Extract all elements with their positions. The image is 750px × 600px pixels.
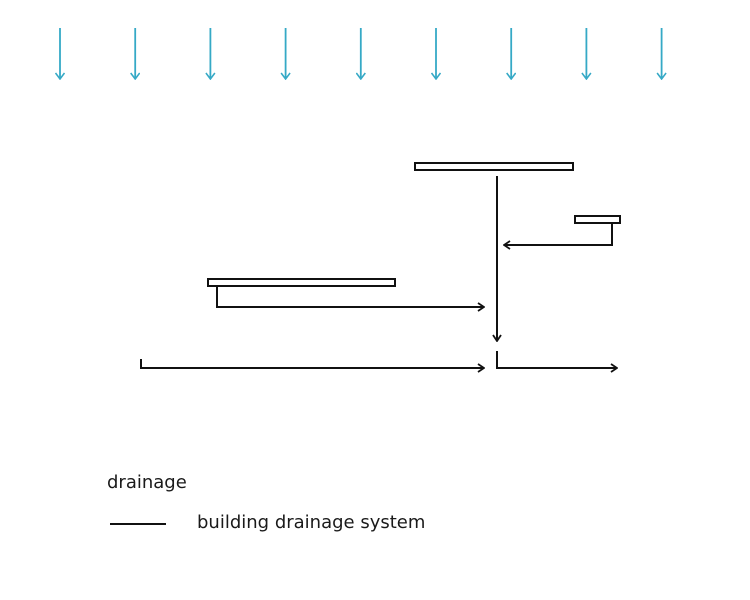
legend-item-label: building drainage system xyxy=(197,512,426,533)
branch-from-small-roof xyxy=(504,223,613,245)
roof-surface-small xyxy=(574,215,621,224)
legend-title: drainage xyxy=(107,472,187,493)
roof-surface-top xyxy=(414,162,574,171)
ground-outlet-right xyxy=(496,351,617,368)
legend-item-building-drainage: building drainage system xyxy=(110,512,470,534)
legend-line-swatch xyxy=(110,523,166,525)
branch-from-left-roof xyxy=(216,286,484,307)
rain-arrows xyxy=(60,28,662,79)
roof-surface-left xyxy=(207,278,396,287)
drainage-network xyxy=(140,162,621,368)
ground-collector-left xyxy=(140,359,484,368)
